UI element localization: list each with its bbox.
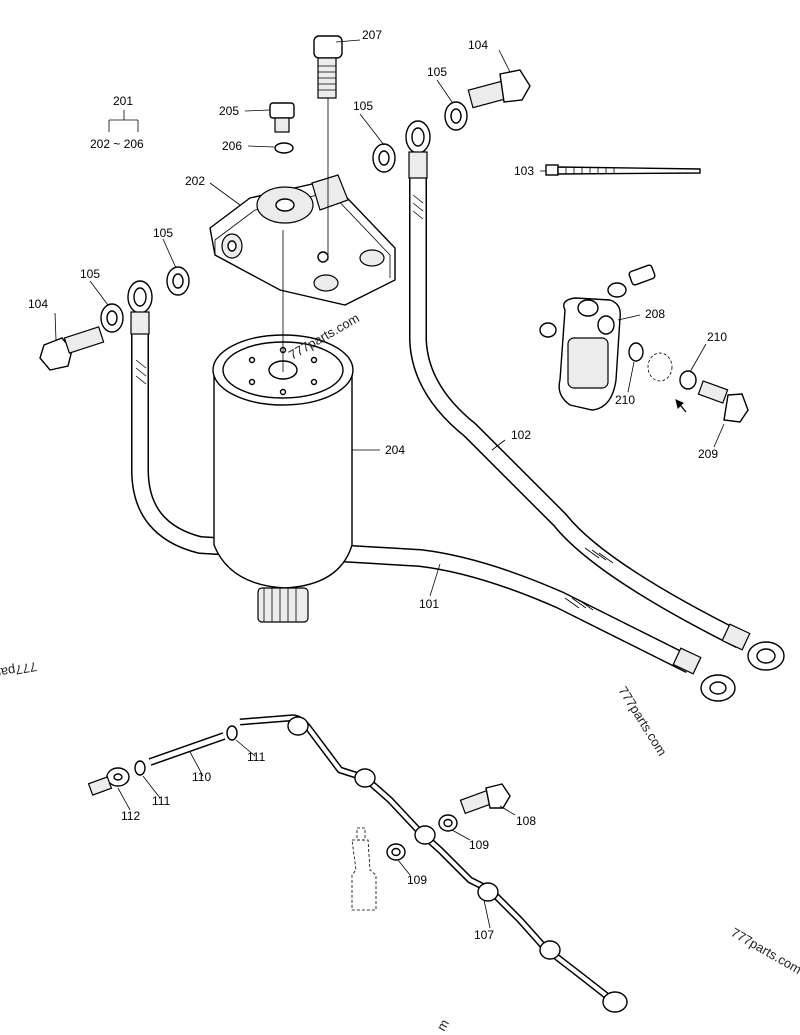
label-202: 202 (185, 174, 205, 188)
bolt-108 (459, 783, 511, 815)
label-103: 103 (514, 164, 534, 178)
label-107: 107 (474, 928, 494, 942)
watermark-bottom: m (434, 1017, 452, 1034)
washer-105-top-right (444, 101, 468, 131)
plug-205 (269, 102, 295, 133)
pipe-101-banjo-end (672, 647, 736, 702)
washer-105-head-left (166, 266, 190, 296)
injector-dashed (351, 827, 377, 911)
label-101: 101 (419, 597, 439, 611)
hose-110 (148, 732, 226, 766)
label-102: 102 (511, 428, 531, 442)
washer-109-upper (438, 814, 458, 832)
label-204: 204 (385, 443, 405, 457)
label-112: 112 (121, 809, 140, 823)
fuel-leak-off-pipe-107 (239, 714, 628, 1013)
clip-111-upper (226, 725, 238, 741)
label-104-right: 104 (468, 38, 488, 52)
watermarks: 777parts.com 777parts.com 777parts.com 7… (0, 310, 800, 1033)
label-205: 205 (219, 104, 239, 118)
o-ring-206 (274, 142, 294, 154)
filter-element-204 (212, 334, 354, 623)
banjo-112 (87, 767, 130, 796)
label-210-right: 210 (707, 330, 727, 344)
label-110: 110 (192, 770, 211, 784)
banjo-bolt-104-right (467, 69, 531, 109)
watermark-right: 777parts.com (615, 684, 669, 759)
label-111-lower: 111 (152, 794, 171, 808)
label-109-upper: 109 (469, 838, 489, 852)
label-105-head-left: 105 (153, 226, 173, 240)
washer-105-head-right (372, 143, 396, 173)
label-105-head-right: 105 (353, 99, 373, 113)
label-104-left: 104 (28, 297, 48, 311)
part-labels: 207 104 105 105 201 202 ~ 206 205 206 20… (28, 28, 727, 942)
pipe-101 (131, 330, 695, 674)
label-111-upper: 111 (247, 750, 266, 764)
filter-head-202 (209, 174, 396, 306)
washer-109-lower (386, 843, 406, 861)
label-105-top: 105 (427, 65, 447, 79)
banjo-bolt-104-left (39, 326, 105, 371)
label-206: 206 (222, 139, 242, 153)
label-208: 208 (645, 307, 665, 321)
washer-105-left (100, 303, 124, 333)
label-207: 207 (362, 28, 382, 42)
label-209: 209 (698, 447, 718, 461)
water-separator-208 (539, 264, 749, 423)
label-105-left: 105 (80, 267, 100, 281)
watermark-bottom-right: 777parts.com (729, 925, 800, 977)
bolt-207 (313, 35, 343, 99)
pipe-101-banjo-top (127, 280, 153, 335)
cable-tie-103 (545, 164, 701, 176)
pipe-102 (409, 165, 745, 649)
label-210-left: 210 (615, 393, 635, 407)
label-109-lower: 109 (407, 873, 427, 887)
watermark-left-edge: 777parts.com (0, 659, 38, 687)
label-108: 108 (516, 814, 536, 828)
clip-111-lower (134, 760, 146, 776)
pipe-102-banjo-top (405, 120, 431, 179)
label-201: 201 (113, 94, 133, 108)
pipe-102-banjo-end (721, 623, 785, 671)
leader-lines (54, 39, 725, 929)
label-201-range: 202 ~ 206 (90, 137, 144, 151)
